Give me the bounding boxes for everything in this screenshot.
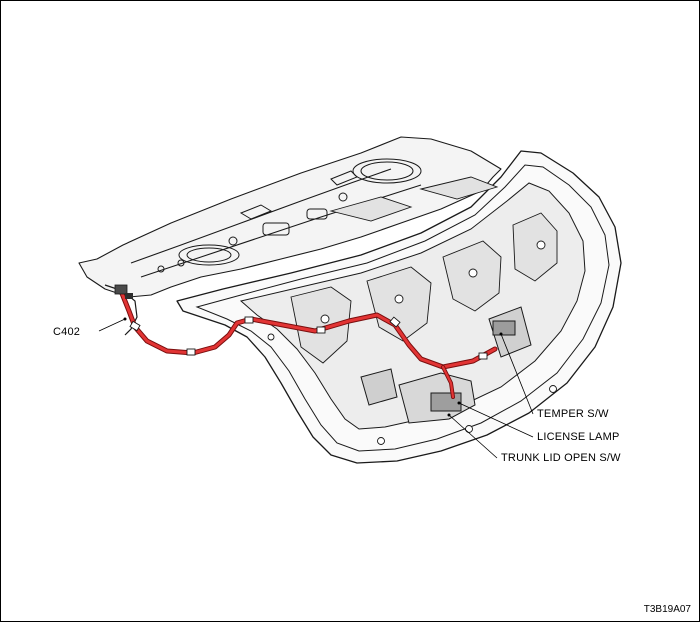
leader-dots [123, 317, 503, 417]
wiring-harness [118, 288, 498, 399]
harness-clips [129, 316, 488, 360]
label-license-lamp: LICENSE LAMP [537, 431, 620, 443]
label-trunk-lid-open-switch: TRUNK LID OPEN S/W [501, 452, 621, 464]
mounting-holes [267, 240, 557, 445]
shelf-openings [157, 158, 422, 273]
label-tamper-switch: TEMPER S/W [537, 408, 609, 420]
latch-area [360, 306, 532, 424]
c402-connector [114, 284, 133, 299]
label-c402: C402 [53, 326, 81, 338]
figure-code: T3B19A07 [643, 604, 691, 615]
leader-lines [98, 318, 534, 459]
trunk-lid-flange [195, 164, 610, 452]
